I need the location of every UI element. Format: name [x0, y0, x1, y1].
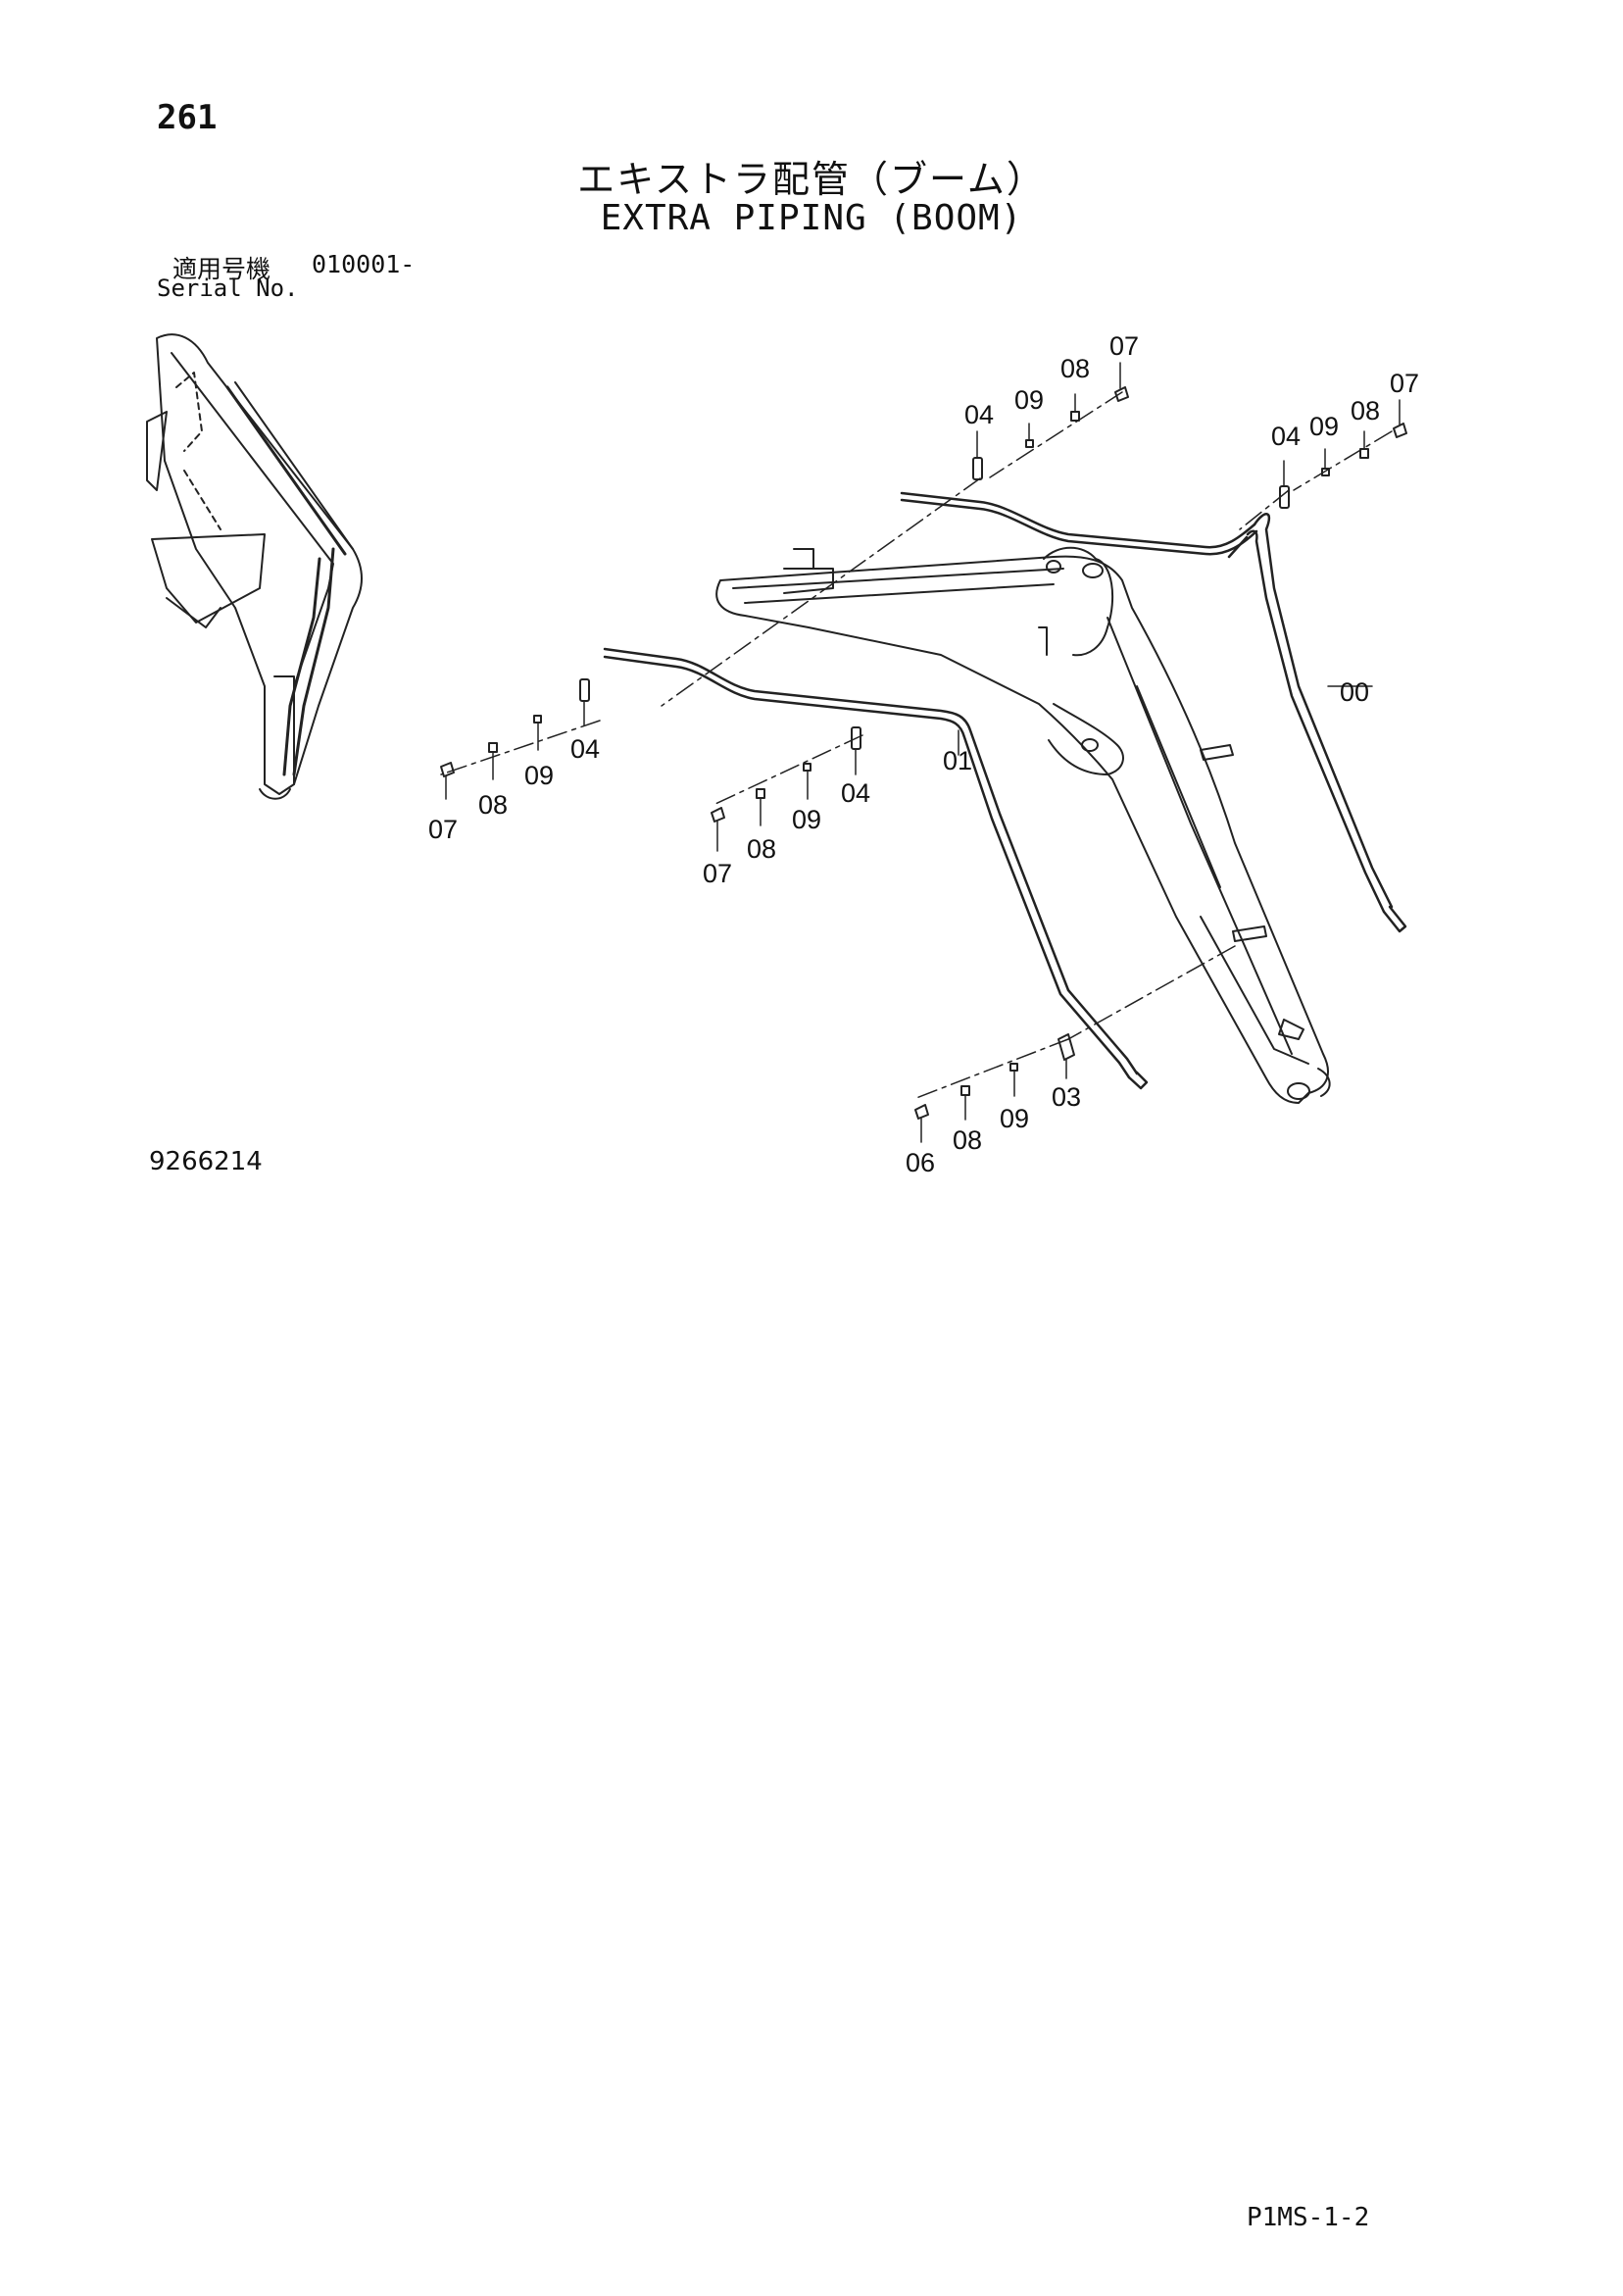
- clamp-icon: [972, 457, 983, 480]
- serial-value: 010001-: [312, 250, 416, 278]
- label-09d: 09: [792, 805, 821, 834]
- bolt-icon: [914, 1104, 929, 1120]
- title-english: EXTRA PIPING (BOOM): [600, 198, 1023, 238]
- nut-icon: [488, 742, 498, 753]
- boom-outline: [715, 546, 1331, 1104]
- nut-icon: [1070, 411, 1080, 422]
- clamp-icon: [579, 678, 590, 702]
- bolt-icon: [711, 807, 725, 823]
- nut-icon: [756, 788, 765, 799]
- label-07a: 07: [1109, 331, 1139, 361]
- washer-icon: [533, 715, 542, 724]
- washer-icon: [1009, 1063, 1018, 1072]
- label-08b: 08: [1351, 396, 1380, 425]
- label-09b: 09: [1309, 412, 1339, 441]
- clamp-icon: [1057, 1033, 1075, 1061]
- page-code: P1MS-1-2: [1247, 2203, 1370, 2232]
- page-number: 261: [157, 98, 218, 137]
- label-04d: 04: [841, 778, 870, 808]
- label-09a: 09: [1014, 385, 1044, 415]
- label-06: 06: [906, 1148, 935, 1177]
- label-07c: 07: [428, 815, 458, 844]
- serial-label-english: Serial No.: [157, 275, 299, 302]
- nut-icon: [960, 1085, 970, 1096]
- label-01: 01: [943, 746, 972, 775]
- label-08c: 08: [478, 790, 508, 820]
- label-04c: 04: [570, 734, 600, 764]
- washer-icon: [1025, 439, 1034, 448]
- leader-lines: [445, 362, 1401, 1143]
- drawing-number: 9266214: [149, 1147, 263, 1176]
- thumbnail-front-attachment: [146, 333, 363, 800]
- washer-icon: [803, 763, 812, 772]
- label-09c: 09: [524, 761, 554, 790]
- part-labels: 00 01 03 04 04 04 04 06 07 07 07 07 08 0…: [428, 331, 1419, 1177]
- label-03: 03: [1052, 1082, 1081, 1112]
- label-08e: 08: [953, 1125, 982, 1155]
- label-00: 00: [1340, 677, 1369, 707]
- serial-label-japanese: 適用号機: [172, 255, 271, 283]
- label-07d: 07: [703, 859, 732, 888]
- bolt-icon: [440, 762, 455, 777]
- pipe-00: [900, 491, 1407, 933]
- label-09e: 09: [1000, 1104, 1029, 1133]
- title-japanese: エキストラ配管（ブーム）: [577, 158, 1046, 201]
- label-08d: 08: [747, 834, 776, 864]
- hardware: [440, 386, 1407, 1120]
- bolt-icon: [1393, 423, 1407, 438]
- label-04a: 04: [964, 400, 994, 429]
- pipe-01: [603, 647, 1149, 1090]
- label-04b: 04: [1271, 422, 1301, 451]
- label-07b: 07: [1390, 369, 1419, 398]
- label-08a: 08: [1060, 354, 1090, 383]
- bolt-icon: [1114, 386, 1129, 402]
